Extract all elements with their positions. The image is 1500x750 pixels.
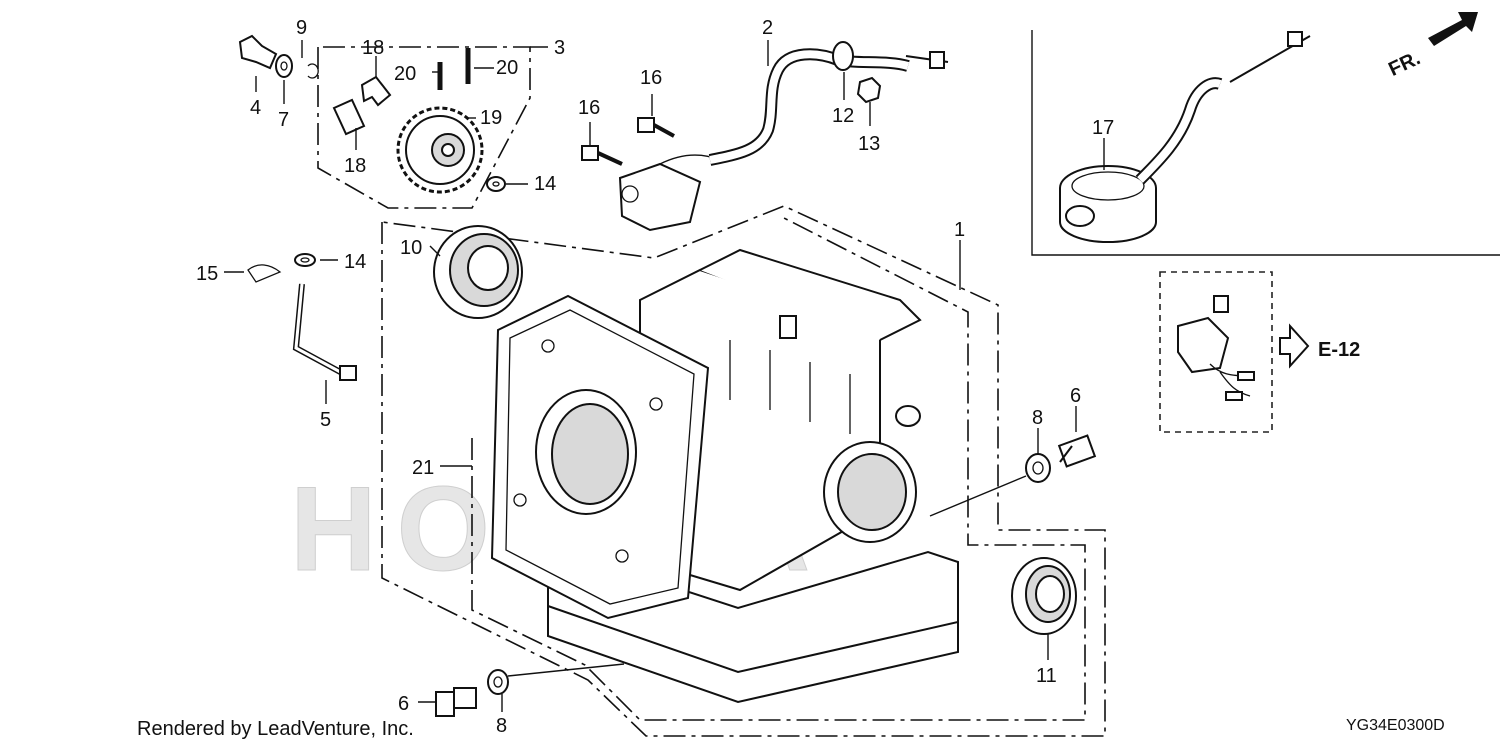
part-4-plug-icon <box>238 34 278 70</box>
part-19-governor-gear-icon <box>396 106 484 194</box>
part-10-bearing-icon <box>433 225 523 319</box>
part-8-washer-icon <box>1025 453 1051 483</box>
ignition-ref-box <box>1159 271 1273 433</box>
part-13-nut-icon <box>856 76 882 104</box>
ignition-module-icon <box>1177 295 1255 401</box>
diagram-code: YG34E0300D <box>1346 717 1445 734</box>
callout-18: 18 <box>344 155 366 177</box>
callout-16: 16 <box>578 97 600 119</box>
callout-14: 14 <box>534 173 556 195</box>
callout-8: 8 <box>1032 407 1043 429</box>
part-6-bolt-icon <box>435 687 477 717</box>
callout-5: 5 <box>320 409 331 431</box>
leader-lines <box>224 40 1105 712</box>
callout-14: 14 <box>344 251 366 273</box>
callout-9: 9 <box>296 17 307 39</box>
inset-frame <box>1031 30 1500 256</box>
ref-arrow-icon <box>1279 323 1310 369</box>
part-8-washer-icon <box>487 669 509 695</box>
oil-sensor-assembly-icon <box>618 41 949 232</box>
part-14-washer-icon <box>294 253 316 267</box>
part-1-cylinder-icon <box>490 294 710 620</box>
rendered-by-credit: Rendered by LeadVenture, Inc. <box>137 718 414 740</box>
cylinder-inner-boundary <box>471 217 1086 721</box>
part-17-oil-sensor-icon <box>1059 31 1311 243</box>
callout-4: 4 <box>250 97 261 119</box>
front-label: FR. <box>1385 47 1423 81</box>
callout-2: 2 <box>762 17 773 39</box>
callout-19: 19 <box>480 107 502 129</box>
cylinder-group-boundary <box>381 205 1106 737</box>
callout-6: 6 <box>1070 385 1081 407</box>
part-9-clip-icon <box>307 63 319 79</box>
callout-3: 3 <box>554 37 565 59</box>
callout-8: 8 <box>496 715 507 737</box>
part-15-clip-icon <box>247 264 282 283</box>
callout-10: 10 <box>400 237 422 259</box>
part-16-bolt-icon <box>581 117 675 166</box>
callout-7: 7 <box>278 109 289 131</box>
callout-15: 15 <box>196 263 218 285</box>
callout-20: 20 <box>496 57 518 79</box>
part-18-slider-icon <box>332 75 392 136</box>
callout-labels: 2 3 9 18 20 20 4 7 19 18 14 16 16 12 13 … <box>196 17 1114 737</box>
callout-11: 11 <box>1036 665 1057 687</box>
callout-13: 13 <box>858 133 880 155</box>
callout-6: 6 <box>398 693 409 715</box>
callout-12: 12 <box>832 105 854 127</box>
callout-18: 18 <box>362 37 384 59</box>
callout-20: 20 <box>394 63 416 85</box>
part-6-bolt-icon <box>1057 434 1097 468</box>
callout-1: 1 <box>954 219 965 241</box>
callout-16: 16 <box>640 67 662 89</box>
part-11-oil-seal-icon <box>1011 557 1077 635</box>
ref-label: E-12 <box>1318 339 1360 361</box>
front-arrow-icon <box>1428 12 1478 46</box>
part-14-washer-icon <box>486 176 506 192</box>
callout-21: 21 <box>412 457 434 479</box>
part-7-washer-icon <box>275 54 293 78</box>
callout-17: 17 <box>1092 117 1114 139</box>
part-21-crankcase-icon <box>547 248 959 704</box>
